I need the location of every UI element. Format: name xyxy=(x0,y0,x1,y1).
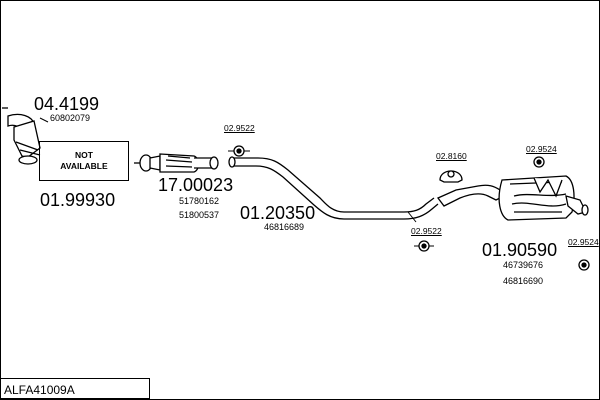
hanger-c-drawing xyxy=(533,156,545,168)
front-pipe-alt-number: 01.99930 xyxy=(40,190,116,210)
front-pipe-number: 04.4199 xyxy=(34,94,100,114)
hanger-a-number: 02.9522 xyxy=(224,123,255,133)
catalyst-drawing xyxy=(134,153,219,173)
rear-silencer-oem-1: 46739676 xyxy=(503,260,544,270)
sheet-code: ALFA41009A xyxy=(4,383,75,397)
hanger-b-number: 02.9522 xyxy=(411,226,442,236)
not-available-line2: AVAILABLE xyxy=(60,161,108,171)
catalyst-oem-1: 51780162 xyxy=(179,196,220,206)
catalyst-oem-2: 51800537 xyxy=(179,210,220,220)
middle-pipe-drawing xyxy=(228,156,439,223)
sheet-code-box: ALFA41009A xyxy=(0,378,150,399)
rear-silencer-oem-2: 46816690 xyxy=(503,276,544,286)
hanger-b-drawing xyxy=(414,240,434,252)
clamp-drawing xyxy=(439,170,463,183)
hanger-d-drawing xyxy=(578,259,590,271)
not-available-box: NOT AVAILABLE xyxy=(39,141,129,181)
clamp-number: 02.8160 xyxy=(436,151,467,161)
not-available-line1: NOT xyxy=(75,150,93,160)
hanger-d-number: 02.9524 xyxy=(568,237,599,247)
catalyst-number: 17.00023 xyxy=(158,175,234,195)
rear-silencer-drawing xyxy=(436,175,589,221)
middle-pipe-oem-1: 46816689 xyxy=(264,222,305,232)
front-pipe-oem-1: 60802079 xyxy=(50,113,91,123)
middle-pipe-number: 01.20350 xyxy=(240,203,316,223)
front-pipe-drawing xyxy=(2,107,49,165)
hanger-c-number: 02.9524 xyxy=(526,144,557,154)
hanger-a-drawing xyxy=(228,145,250,157)
rear-silencer-number: 01.90590 xyxy=(482,240,558,260)
